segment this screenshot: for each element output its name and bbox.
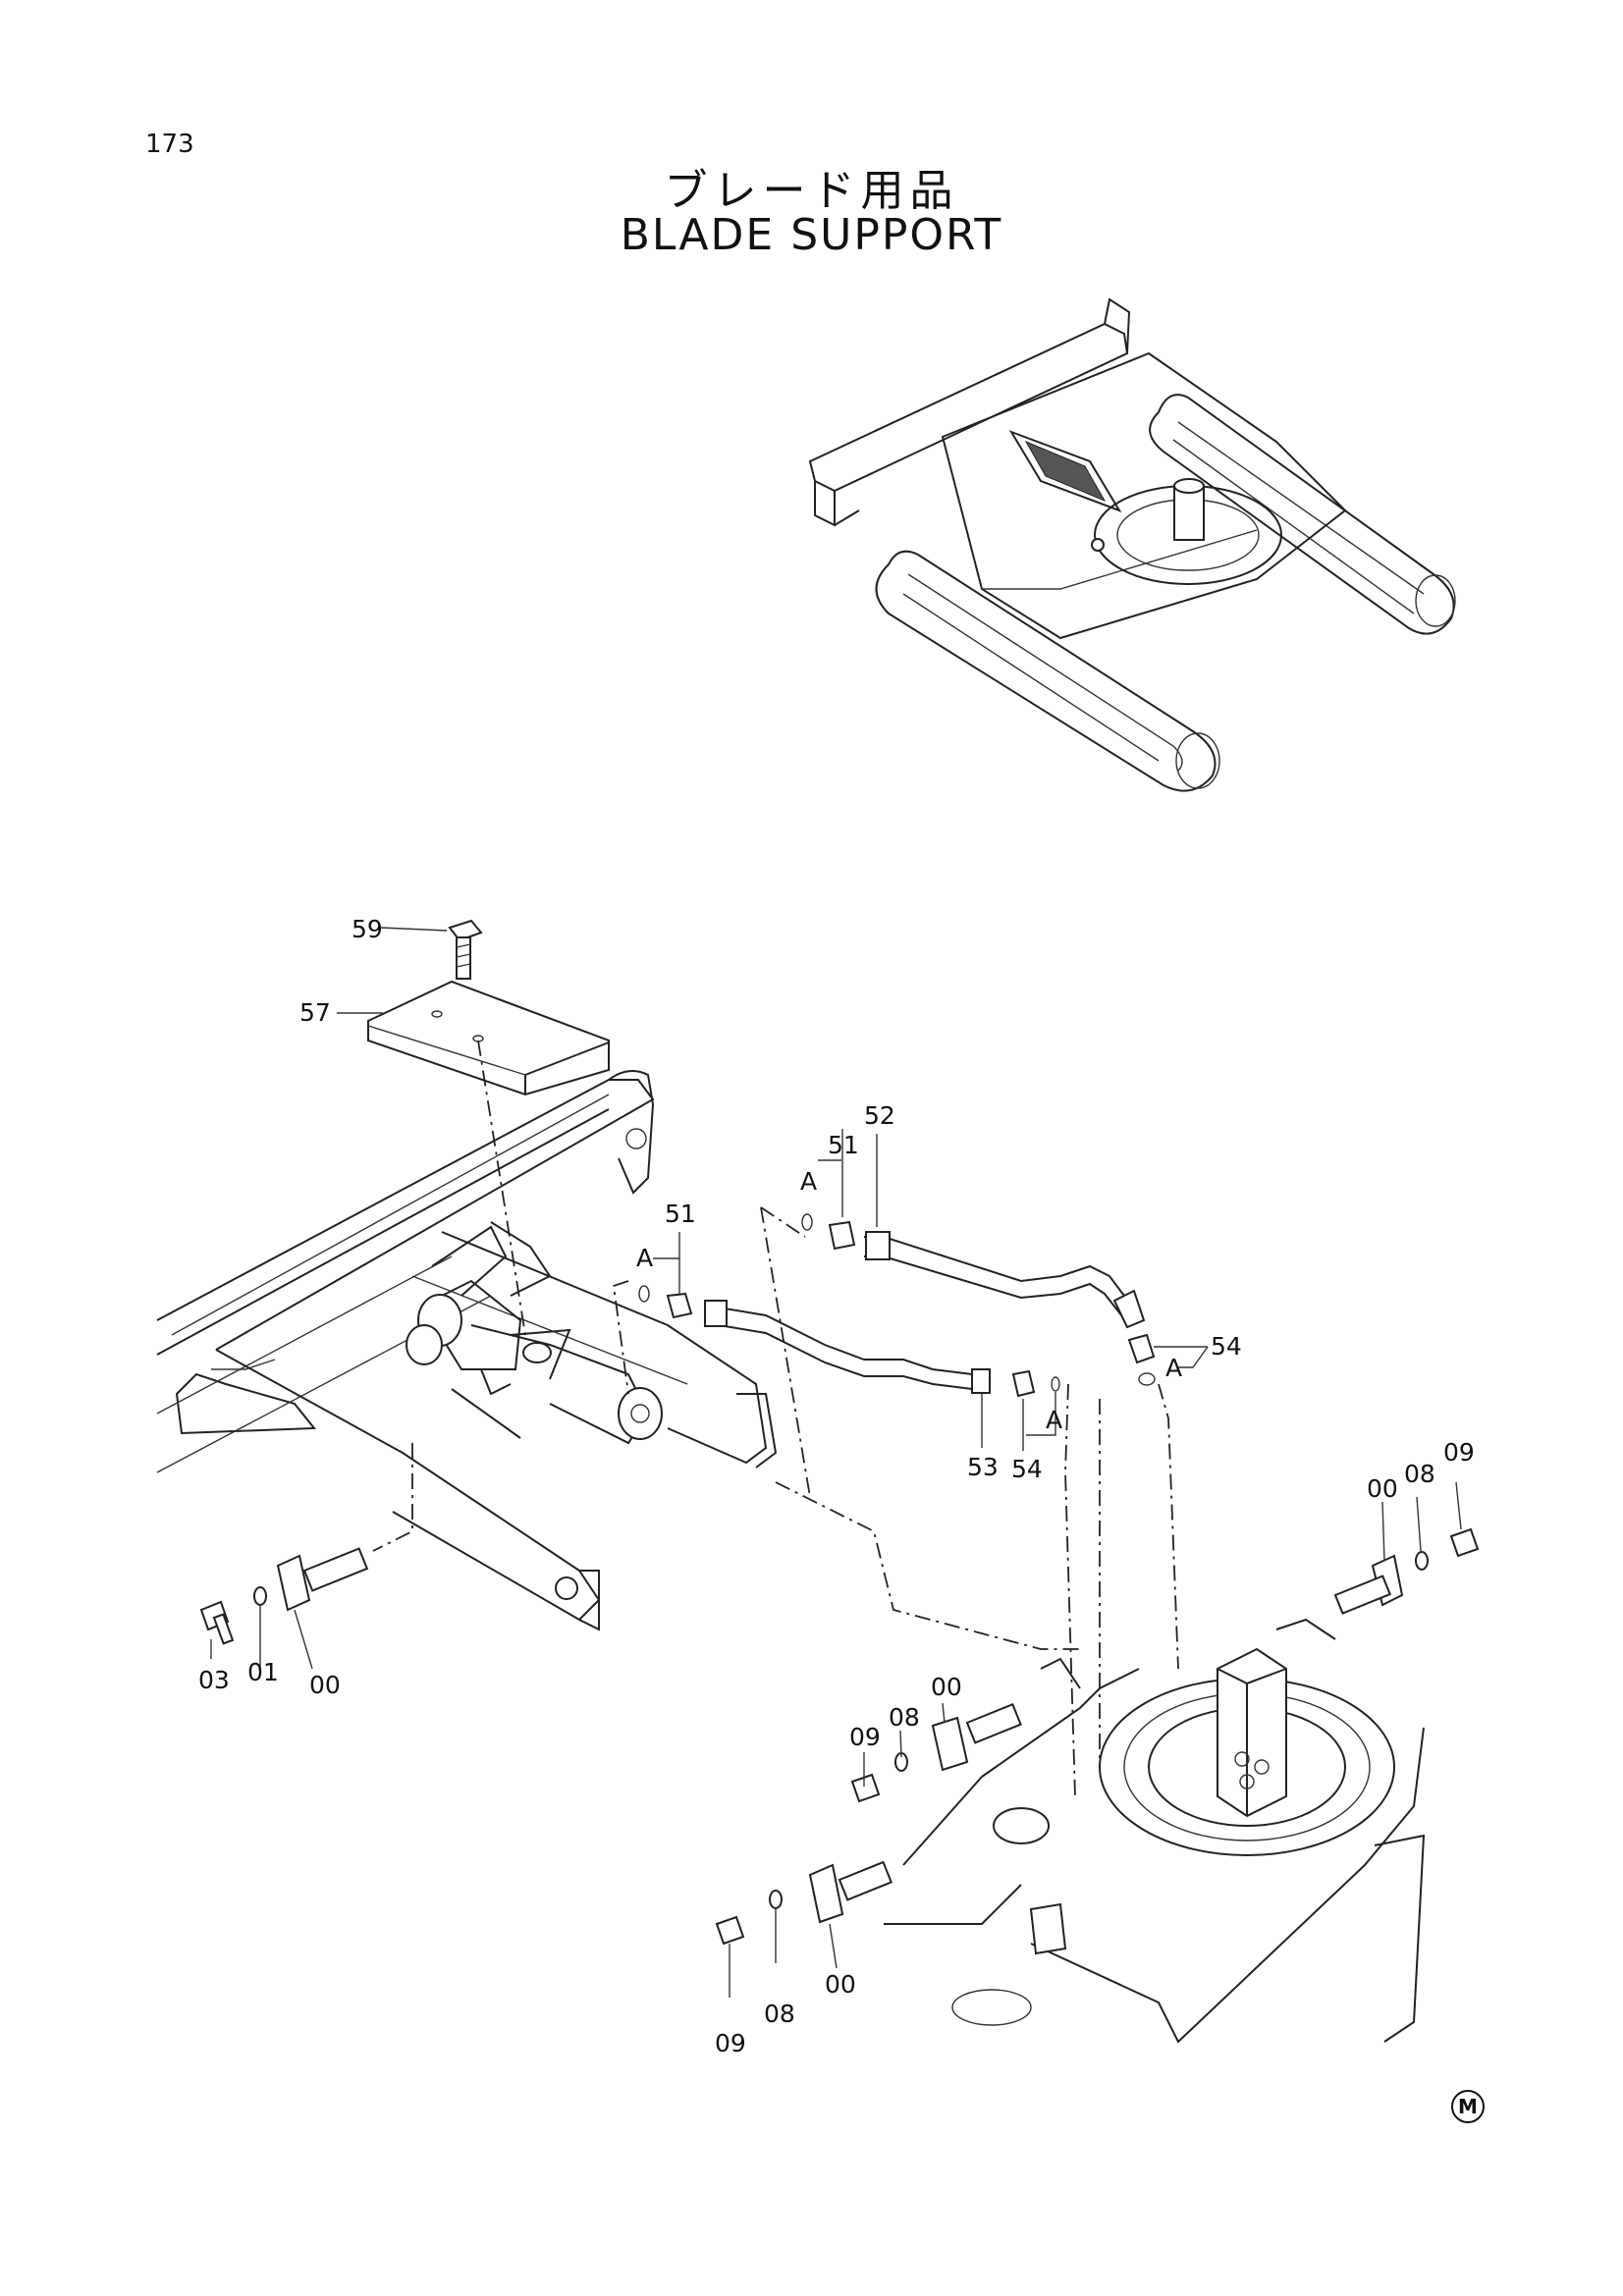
title-english: BLADE SUPPORT xyxy=(620,210,1003,260)
assembly-lines xyxy=(372,1040,1179,1797)
callout-08-right: 08 xyxy=(1404,1460,1435,1488)
callout-00-middle: 00 xyxy=(931,1673,962,1701)
callout-00-right: 00 xyxy=(1367,1474,1398,1503)
hose-53-part xyxy=(638,1285,1060,1398)
callout-52: 52 xyxy=(864,1101,895,1130)
callout-00-left: 00 xyxy=(309,1671,341,1699)
cover-plate-part xyxy=(367,980,610,1096)
callout-a-upper: A xyxy=(800,1167,817,1196)
main-exploded-illustration xyxy=(156,1070,778,1631)
callout-51-upper: 51 xyxy=(828,1131,859,1159)
pin-00-right xyxy=(1333,1527,1480,1615)
callout-03: 03 xyxy=(198,1666,230,1694)
callout-09-middle: 09 xyxy=(849,1723,881,1751)
callout-01: 01 xyxy=(247,1658,279,1686)
callout-54-upper: 54 xyxy=(1211,1332,1242,1361)
callout-a-lower: A xyxy=(636,1244,653,1272)
hose-52-part xyxy=(801,1213,1156,1386)
leader-lines xyxy=(210,927,1462,1998)
callout-00-bottom: 00 xyxy=(825,1970,856,1999)
callout-53: 53 xyxy=(967,1453,999,1481)
title-japanese: ブレード用品 xyxy=(664,166,959,216)
swing-frame-part xyxy=(884,1618,1426,2044)
callout-54-lower: 54 xyxy=(1011,1455,1043,1483)
callout-57: 57 xyxy=(299,998,331,1027)
callout-51-lower: 51 xyxy=(665,1200,696,1228)
callout-59: 59 xyxy=(352,915,383,943)
bolt-59-part xyxy=(448,919,483,980)
pin-00-bottom xyxy=(715,1860,893,1946)
pin-00-middle xyxy=(850,1702,1022,1803)
callout-09-bottom: 09 xyxy=(715,2029,746,2057)
page-number: 173 xyxy=(145,130,194,159)
callout-labels: 59 57 51 52 A 51 A 54 A 53 54 A 00 08 09… xyxy=(198,915,1475,2057)
callout-a-right: A xyxy=(1165,1354,1182,1382)
callout-08-bottom: 08 xyxy=(764,2000,795,2028)
pin-00-left xyxy=(199,1547,369,1645)
manufacturer-mark: M xyxy=(1451,2090,1485,2123)
callout-a-bottom: A xyxy=(1046,1406,1062,1434)
callout-08-middle: 08 xyxy=(889,1703,920,1732)
overview-undercarriage-illustration xyxy=(808,297,1456,792)
callout-09-right: 09 xyxy=(1443,1438,1475,1467)
